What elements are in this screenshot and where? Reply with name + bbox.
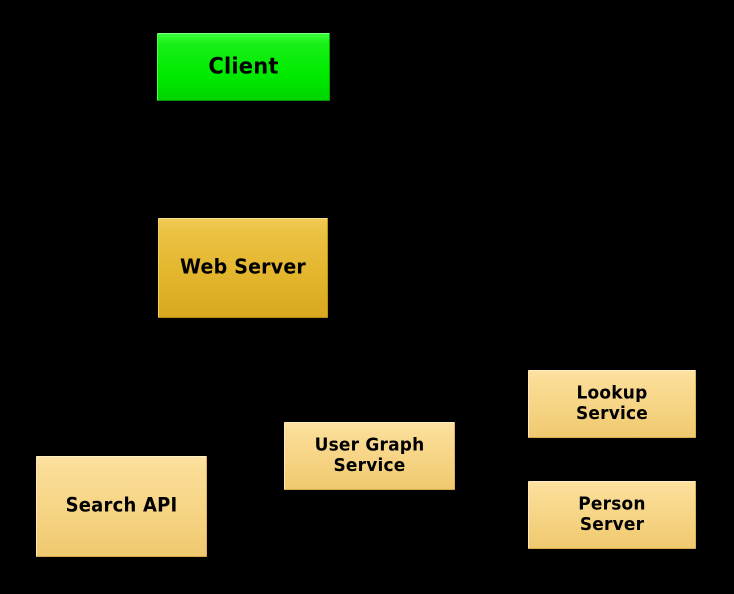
diagram-node-lookup-service[interactable]: Lookup Service bbox=[528, 370, 696, 438]
diagram-node-client[interactable]: Client bbox=[157, 33, 330, 101]
diagram-node-search-api[interactable]: Search API bbox=[36, 456, 207, 557]
diagram-node-person-server[interactable]: Person Server bbox=[528, 481, 696, 549]
node-label-client: Client bbox=[208, 53, 279, 79]
diagram-node-user-graph-service[interactable]: User Graph Service bbox=[284, 422, 455, 490]
diagram-node-web-server[interactable]: Web Server bbox=[158, 218, 328, 318]
node-label-lookup-service: Lookup Service bbox=[575, 382, 649, 425]
node-label-web-server: Web Server bbox=[180, 255, 306, 279]
node-label-search-api: Search API bbox=[65, 494, 178, 518]
node-label-person-server: Person Server bbox=[578, 493, 646, 536]
node-label-user-graph-service: User Graph Service bbox=[314, 434, 425, 477]
